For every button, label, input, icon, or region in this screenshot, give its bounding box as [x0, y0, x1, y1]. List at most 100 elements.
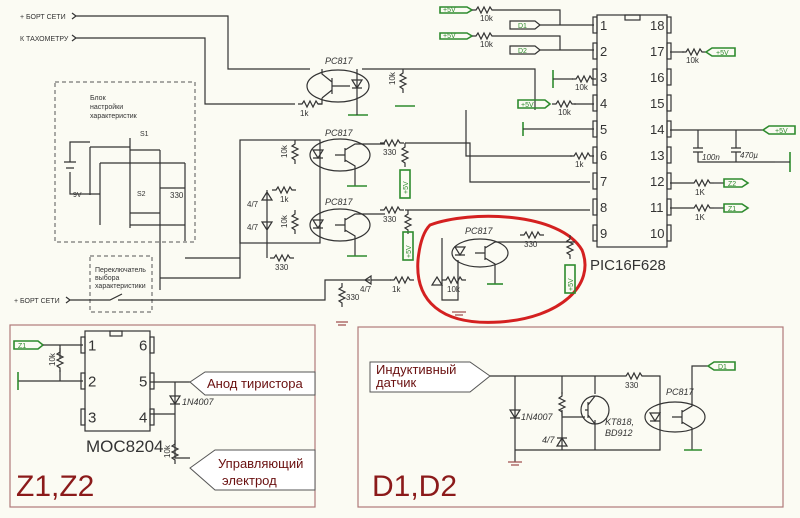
pin-number: 7: [600, 174, 607, 189]
d-section: Индуктивный датчик 1N4007 4/7 KT818, BD9…: [357, 326, 784, 508]
svg-text:10k: 10k: [163, 444, 172, 458]
svg-text:S1: S1: [140, 131, 149, 138]
chip-pin: [592, 172, 598, 190]
svg-text:+5V: +5V: [716, 50, 729, 57]
svg-text:330: 330: [383, 215, 397, 224]
pin-number: 5: [600, 122, 607, 137]
svg-text:PC817: PC817: [325, 56, 354, 66]
pin-number: 6: [600, 148, 607, 163]
pin-number: 14: [650, 122, 664, 137]
optocoupler-3: PC817 330 +5V 10k 4/7 4/7 1k 330: [247, 186, 590, 272]
svg-text:4/7: 4/7: [247, 223, 259, 232]
svg-text:330: 330: [625, 381, 639, 390]
svg-text:D2: D2: [518, 48, 527, 55]
svg-text:1k: 1k: [392, 285, 401, 294]
tachometer-output: К ТАХОМЕТРУ: [20, 34, 295, 105]
pin-number: 17: [650, 44, 664, 59]
svg-text:10k: 10k: [558, 108, 572, 117]
chip-pin: [592, 42, 598, 60]
highlighted-optocoupler: PC817 330 +5V 10k: [416, 214, 587, 324]
mcu-output-network: 10k +5V 100n 470µ +5V 1K Z2 1K Z1: [670, 47, 796, 222]
pin-number: 6: [139, 338, 147, 355]
svg-text:S2: S2: [137, 191, 146, 198]
moc8204-label: MOC8204: [86, 437, 163, 456]
pin-number: 16: [650, 70, 664, 85]
svg-text:PC817: PC817: [325, 197, 354, 207]
chip-pin: [666, 172, 672, 190]
svg-text:датчик: датчик: [376, 375, 417, 390]
chip-pin: [80, 408, 86, 426]
svg-text:470µ: 470µ: [740, 151, 758, 160]
pin-number: 2: [88, 374, 96, 391]
tuning-block: Блок настройки характеристик S1 S2 9V 33…: [54, 81, 196, 290]
svg-text:Z1: Z1: [728, 206, 736, 213]
svg-text:BD912: BD912: [605, 428, 633, 438]
svg-text:+ БОРТ СЕТИ: + БОРТ СЕТИ: [14, 298, 60, 305]
svg-text:Переключатель: Переключатель: [95, 267, 146, 274]
svg-text:D1: D1: [718, 364, 727, 371]
chip-pin: [592, 198, 598, 216]
svg-text:330: 330: [383, 148, 397, 157]
svg-text:330: 330: [275, 263, 289, 272]
pin-number: 4: [139, 410, 147, 427]
svg-text:Z2: Z2: [728, 181, 736, 188]
svg-text:+5V: +5V: [403, 181, 410, 194]
bottom-input-path: 4/7 1k 330: [336, 274, 415, 326]
svg-text:4/7: 4/7: [542, 435, 556, 445]
pin-number: 12: [650, 174, 664, 189]
anode-label: Анод тиристора: [207, 376, 303, 391]
pin-number: 1: [600, 18, 607, 33]
pin-number: 13: [650, 148, 664, 163]
chip-pin: [666, 224, 672, 242]
pin-number: 10: [650, 226, 664, 241]
svg-text:1k: 1k: [300, 109, 309, 118]
chip-pin: [80, 336, 86, 354]
svg-text:+5V: +5V: [775, 128, 788, 135]
mcu-input-network: +5V 10k D1 +5V 10k D2 10k +5V 10k 1k: [439, 6, 597, 169]
z-section: Z1 10k MOC8204 1N4007 10k Анод тиристора…: [9, 324, 316, 508]
pin-number: 5: [139, 374, 147, 391]
svg-text:Z1: Z1: [18, 343, 26, 350]
chip-pin: [666, 146, 672, 164]
chip-pin: [592, 146, 598, 164]
pin-number: 4: [600, 96, 607, 111]
svg-text:настройки: настройки: [90, 103, 123, 111]
svg-text:10k: 10k: [575, 83, 589, 92]
svg-text:10k: 10k: [447, 285, 461, 294]
svg-text:+5V: +5V: [568, 278, 575, 291]
svg-text:1k: 1k: [280, 195, 289, 204]
pin-number: 8: [600, 200, 607, 215]
svg-text:10k: 10k: [48, 352, 57, 366]
chip-pin: [666, 198, 672, 216]
svg-text:1K: 1K: [695, 213, 705, 222]
optocoupler-1: PC817 1k 10k: [297, 56, 536, 118]
svg-text:9V: 9V: [73, 192, 82, 199]
mcu-name: PIC16F628: [590, 257, 666, 274]
svg-text:10k: 10k: [480, 40, 494, 49]
svg-text:выбора: выбора: [95, 274, 120, 282]
tachometer-label: К ТАХОМЕТРУ: [20, 36, 69, 43]
sensor-label: Индуктивный: [376, 362, 456, 377]
svg-text:330: 330: [170, 191, 184, 200]
svg-text:1K: 1K: [695, 188, 705, 197]
svg-text:1k: 1k: [575, 160, 584, 169]
pin-number: 3: [88, 410, 96, 427]
svg-text:10k: 10k: [686, 56, 700, 65]
chip-pin: [149, 336, 155, 354]
optocoupler-2: PC817 330 +5V 10k: [239, 128, 590, 244]
svg-text:4/7: 4/7: [360, 285, 372, 294]
chip-pin: [666, 42, 672, 60]
pin-number: 3: [600, 70, 607, 85]
chip-pin: [592, 94, 598, 112]
svg-text:PC817: PC817: [325, 128, 354, 138]
pin-number: 11: [650, 200, 664, 215]
svg-text:330: 330: [524, 240, 538, 249]
bort-seti-label: + БОРТ СЕТИ: [20, 14, 66, 21]
chip-pin: [666, 94, 672, 112]
chip-pin: [592, 120, 598, 138]
chip-pin: [666, 68, 672, 86]
svg-text:+5V: +5V: [521, 102, 534, 109]
svg-text:4/7: 4/7: [247, 200, 259, 209]
svg-text:характеристики: характеристики: [95, 283, 146, 290]
